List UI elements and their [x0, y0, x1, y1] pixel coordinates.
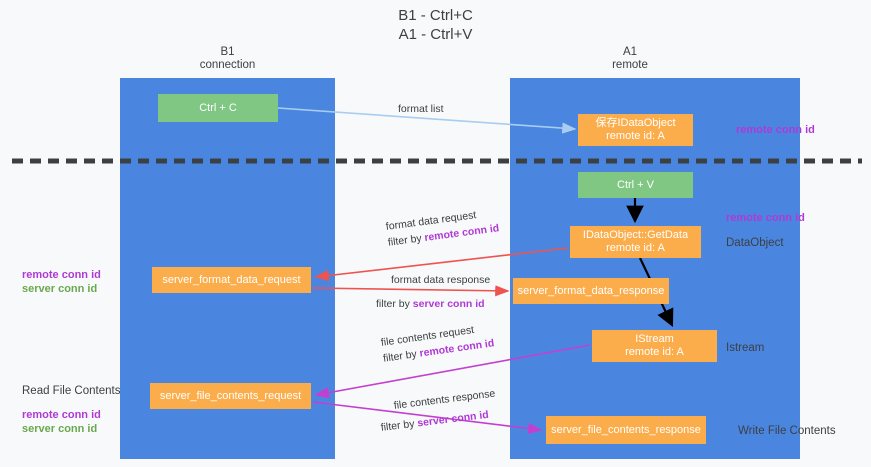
node-istream-remote-id: remote id: A — [625, 346, 684, 358]
column-header-b1-name: B1 — [220, 46, 235, 58]
node-server-file-contents-request[interactable]: server_file_contents_request — [150, 383, 311, 409]
annotation-remote-conn-id-mid: remote conn id — [726, 212, 805, 224]
title-line-2: A1 - Ctrl+V — [398, 26, 473, 43]
column-header-a1-name: A1 — [622, 46, 638, 58]
annotation-group-left-lower: Read File Contents remote conn id server… — [22, 384, 120, 436]
node-ctrl-v[interactable]: Ctrl + V — [578, 172, 693, 198]
node-idataobject-getdata-label: IDataObject::GetData — [582, 229, 689, 241]
filter-key-server-conn-id: server conn id — [412, 298, 485, 310]
annotation-left-mid-server-conn-id: server conn id — [22, 283, 98, 295]
edge-label-file-contents-request: file contents request filter by remote c… — [380, 320, 495, 365]
node-idataobject-getdata-remote-id: remote id: A — [606, 242, 665, 254]
node-ctrl-c-label: Ctrl + C — [199, 101, 237, 114]
node-save-idataobject-label: 保存IDataObject — [595, 117, 676, 129]
annotation-left-low-server-conn-id: server conn id — [22, 423, 98, 435]
title-line-1: B1 - Ctrl+C — [398, 7, 473, 24]
node-save-idataobject[interactable]: 保存IDataObject remote id: A — [578, 114, 693, 146]
column-header-a1-role: remote — [612, 59, 648, 71]
annotation-left-low-remote-conn-id: remote conn id — [22, 409, 101, 421]
annotation-left-mid-remote-conn-id: remote conn id — [22, 269, 101, 281]
node-server-file-contents-response[interactable]: server_file_contents_response — [546, 416, 706, 444]
annotation-istream: Istream — [726, 342, 765, 354]
node-idataobject-getdata[interactable]: IDataObject::GetData remote id: A — [570, 226, 701, 258]
edge-format-data-response — [312, 285, 510, 297]
edge-label-format-list: format list — [398, 103, 444, 115]
page-title: B1 - Ctrl+C A1 - Ctrl+V — [0, 6, 871, 44]
filter-prefix: filter by — [376, 298, 413, 310]
edge-label-format-data-response-filter: filter by server conn id — [376, 297, 485, 311]
node-server-format-data-request-label: server_format_data_request — [162, 273, 301, 286]
node-server-file-contents-request-label: server_file_contents_request — [159, 389, 302, 402]
column-header-b1-role: connection — [199, 59, 256, 71]
edge-label-format-data-request: format data request filter by remote con… — [385, 205, 500, 249]
annotation-read-file-contents: Read File Contents — [22, 385, 121, 397]
annotation-write-file-contents: Write File Contents — [738, 425, 836, 437]
annotation-dataobject: DataObject — [726, 237, 784, 249]
edge-label-format-data-response: format data response — [391, 274, 491, 286]
node-istream[interactable]: IStream remote id: A — [592, 330, 717, 362]
node-save-idataobject-remote-id: remote id: A — [606, 130, 665, 142]
filter-key-server-conn-id: server conn id — [416, 408, 490, 430]
node-ctrl-v-label: Ctrl + V — [617, 178, 654, 191]
node-ctrl-c[interactable]: Ctrl + C — [158, 94, 278, 122]
node-server-format-data-response-label: server_format_data_response — [517, 284, 665, 297]
column-header-a1: A1 remote — [510, 46, 750, 72]
filter-prefix: filter by — [382, 347, 421, 365]
filter-prefix: filter by — [387, 232, 426, 249]
node-server-format-data-response[interactable]: server_format_data_response — [513, 278, 669, 304]
annotation-remote-conn-id-top: remote conn id — [736, 124, 815, 136]
node-server-format-data-request[interactable]: server_format_data_request — [152, 267, 311, 293]
filter-prefix: filter by — [380, 417, 419, 434]
node-server-file-contents-response-label: server_file_contents_response — [551, 423, 701, 436]
node-istream-label: IStream — [635, 333, 674, 345]
annotation-group-left-middle: remote conn id server conn id — [22, 268, 101, 296]
column-header-b1: B1 connection — [120, 46, 335, 72]
